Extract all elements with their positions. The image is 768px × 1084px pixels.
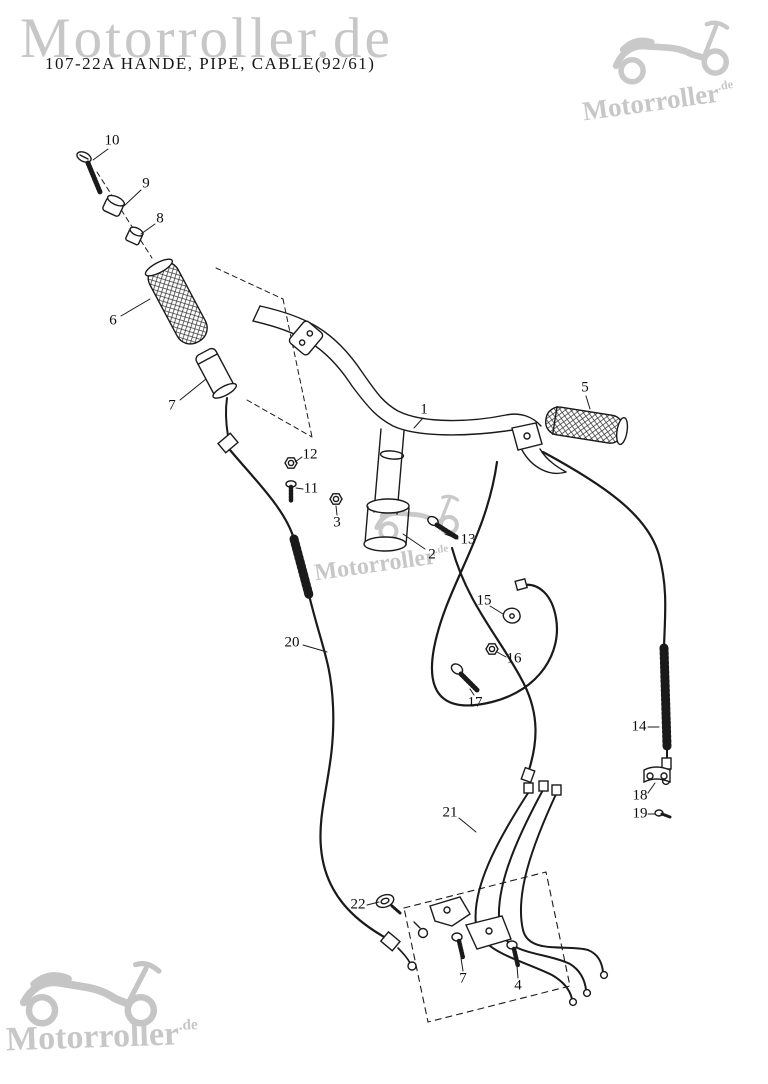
part-label-2: 2 (428, 546, 436, 563)
scooter-logo-top-right-icon (613, 21, 732, 83)
part-12-nut (284, 457, 298, 469)
part-11-bolt (285, 480, 297, 504)
part-label-1: 1 (420, 401, 428, 418)
brake-lever-assembly (511, 422, 567, 474)
part-2-stem-holder (363, 428, 410, 552)
part-9-cap (102, 194, 125, 217)
part-16-nut (485, 643, 499, 655)
part-7-throttle-tube (195, 347, 238, 399)
part-label-11: 11 (303, 480, 319, 497)
part-3-nut (329, 493, 343, 505)
center-down-cable (450, 546, 537, 784)
diagram-line-art (76, 148, 672, 1023)
part-13-bolt (427, 515, 459, 540)
handlebar-clamp (288, 320, 324, 356)
part-label-5: 5 (581, 379, 589, 396)
part-21-cable-bundle (474, 780, 609, 1007)
part-label-19: 19 (632, 805, 648, 822)
part-18-clamp (643, 766, 671, 784)
part-label-14: 14 (631, 718, 647, 735)
part-10-screw (76, 151, 103, 195)
part-6-left-grip (144, 258, 208, 345)
part-17-bolt (450, 663, 480, 693)
bottom-bracket-assembly (413, 896, 521, 969)
part-label-20: 20 (284, 634, 300, 651)
watermark-text-top-left: Motorroller.de (20, 7, 393, 70)
part-15-bracket (502, 607, 521, 624)
part-20-cable (217, 397, 417, 971)
part-label-16: 16 (506, 650, 522, 667)
right-cable-to-spring (541, 450, 667, 649)
part-22-clamp (375, 893, 402, 915)
assembly-guide-lines (96, 171, 313, 438)
part-label-6: 6 (109, 312, 117, 329)
part-8-bushing (125, 226, 144, 246)
diagram-title: 107-22A HANDE, PIPE, CABLE(92/61) (45, 54, 376, 73)
part-1-handlebar-pipe (252, 305, 542, 444)
part-label-7b: 7 (459, 970, 467, 987)
callout-leader-lines (92, 148, 660, 979)
part-14-spring (659, 643, 672, 786)
part-label-4: 4 (514, 977, 522, 994)
scooter-logo-bottom-left-icon (24, 964, 159, 1024)
part-label-18: 18 (632, 787, 648, 804)
part-label-17: 17 (467, 694, 483, 711)
part-label-12: 12 (302, 446, 318, 463)
part-label-13: 13 (460, 531, 476, 548)
part-label-3: 3 (333, 514, 341, 531)
part-label-7: 7 (168, 397, 176, 414)
part-5-right-grip (544, 405, 629, 446)
part-label-9: 9 (142, 175, 150, 192)
part-label-22: 22 (350, 896, 366, 913)
part-label-10: 10 (104, 132, 120, 149)
part-label-8: 8 (156, 210, 164, 227)
loop-cable (430, 460, 559, 707)
part-label-15: 15 (476, 592, 492, 609)
part-19-screw (654, 809, 672, 819)
part-label-21: 21 (442, 804, 458, 821)
